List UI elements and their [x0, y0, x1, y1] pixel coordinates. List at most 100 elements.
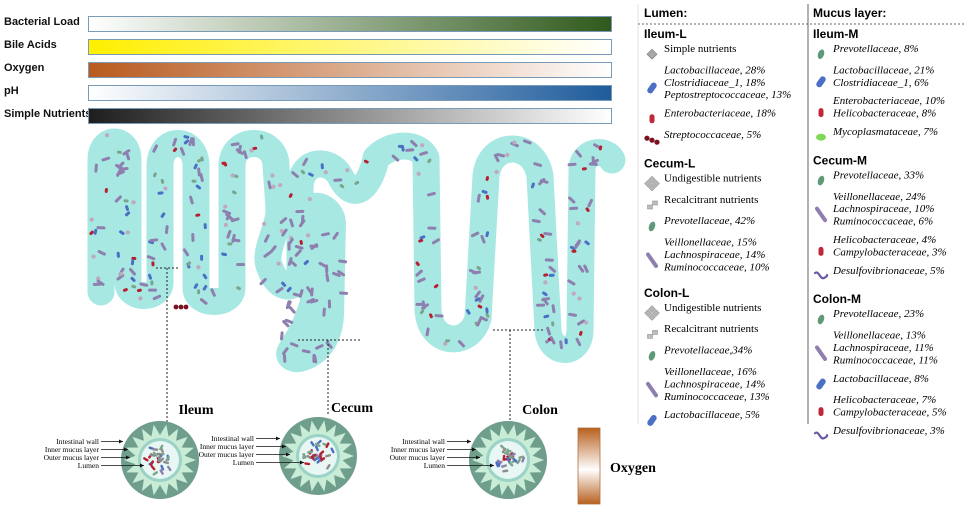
- legend-entry-text: Lactobacillaceae, 5%: [663, 409, 760, 421]
- bacterium-dot: [413, 156, 419, 162]
- bacterium-dot: [543, 280, 548, 285]
- bacterium-dot: [536, 237, 542, 242]
- bacterium-dot: [493, 153, 500, 163]
- red-rod-icon: [818, 108, 824, 118]
- bacterium-dot: [477, 304, 483, 309]
- bacterium-dot: [480, 234, 486, 244]
- bacterium-dot: [152, 471, 159, 476]
- bacterium-dot: [546, 326, 552, 336]
- bacterium-dot: [478, 294, 485, 303]
- bacterium-dot: [583, 264, 589, 273]
- bacterium-dot: [286, 300, 292, 309]
- bacterium-dot: [544, 258, 554, 262]
- bacterium-dot: [579, 330, 583, 336]
- bacterium-dot: [325, 273, 330, 283]
- bacterium-dot: [325, 264, 329, 274]
- legend-entry-text: Peptostreptococcaceae, 13%: [663, 89, 791, 101]
- legend-header-lumen: Lumen:: [644, 6, 687, 20]
- bacterium-dot: [325, 453, 332, 458]
- bacteria-scatter: [89, 133, 603, 364]
- gradient-bar-ph: [88, 85, 612, 101]
- bacterium-dot: [259, 277, 267, 286]
- bacterium-dot: [276, 261, 281, 266]
- layer-label: Lumen: [424, 461, 445, 470]
- bacterium-dot: [543, 231, 553, 236]
- bacterium-dot: [551, 304, 556, 314]
- bacterium-dot: [494, 169, 499, 175]
- legend-section-title: Ileum-L: [644, 27, 687, 41]
- bacterium-dot: [149, 460, 155, 467]
- legend-section-title: Cecum-L: [644, 156, 695, 170]
- bacterium-dot: [581, 167, 587, 171]
- bacterium-dot: [172, 137, 178, 147]
- diamond-cluster-icon: [644, 305, 660, 321]
- bacterium-dot: [191, 232, 195, 242]
- legend-section-title: Ileum-M: [813, 27, 858, 41]
- bacterium-dot: [183, 139, 190, 145]
- bacterium-dot: [543, 273, 549, 277]
- bacterium-dot: [148, 288, 158, 292]
- bacterium-dot: [123, 199, 129, 203]
- bacterium-dot: [152, 448, 159, 451]
- cocci-dot: [178, 304, 184, 310]
- legend-entry-text: Campylobacteraceae, 3%: [833, 246, 947, 258]
- bacterium-dot: [160, 242, 167, 251]
- bacterium-dot: [512, 140, 517, 145]
- layer-label: Inner mucus layer: [45, 445, 100, 454]
- bacterium-dot: [196, 265, 201, 270]
- bacterium-dot: [548, 265, 557, 273]
- bacterium-dot: [575, 337, 582, 347]
- small-diamond-icon: [647, 330, 658, 339]
- bacterium-dot: [202, 284, 208, 291]
- bacterium-dot: [419, 309, 425, 315]
- bacterium-dot: [94, 163, 98, 173]
- green-oval-icon: [648, 350, 656, 361]
- bacterium-dot: [138, 296, 143, 301]
- diamond-icon: [646, 48, 658, 60]
- bacterium-dot: [496, 460, 503, 464]
- legend-entry-text: Prevotellaceae, 23%: [832, 308, 924, 320]
- bacterium-dot: [150, 465, 156, 471]
- bacterium-dot: [230, 173, 235, 178]
- bacterium-dot: [157, 456, 161, 462]
- bacterium-dot: [510, 141, 519, 148]
- spiral-icon: [813, 271, 829, 280]
- bacterium-dot: [97, 250, 106, 256]
- bacterium-dot: [318, 450, 325, 456]
- bacterium-dot: [564, 338, 568, 345]
- legend-section-title: Colon-L: [644, 286, 689, 300]
- legend-entry-text: Undigestible nutrients: [664, 172, 761, 184]
- bacterium-dot: [445, 339, 451, 343]
- legend-header-mucus: Mucus layer:: [813, 6, 886, 20]
- bacterium-dot: [279, 217, 288, 225]
- bacterium-dot: [197, 167, 201, 177]
- bacterium-dot: [421, 303, 430, 310]
- bacterium-dot: [322, 307, 326, 317]
- intestine-tube: [87, 128, 626, 363]
- bacterium-dot: [536, 303, 546, 307]
- bacterium-dot: [415, 302, 425, 306]
- bacterium-dot: [510, 452, 516, 458]
- bacterium-dot: [223, 204, 228, 209]
- bacterium-dot: [501, 464, 507, 468]
- bacterium-dot: [119, 230, 125, 235]
- bacterium-dot: [583, 320, 589, 325]
- legend-entry-text: Ruminococcaceae, 13%: [663, 391, 770, 403]
- gradient-bar-bile-acids: [88, 39, 612, 55]
- bacterium-dot: [160, 212, 166, 218]
- bacterium-dot: [195, 184, 202, 190]
- bacterium-dot: [306, 454, 312, 460]
- bacterium-dot: [125, 205, 130, 211]
- bacterium-dot: [89, 217, 94, 222]
- gradient-label-oxygen: Oxygen: [4, 62, 45, 74]
- bacterium-dot: [313, 456, 320, 461]
- layer-label: Outer mucus layer: [390, 453, 446, 462]
- bacterium-dot: [289, 342, 299, 348]
- bacterium-dot: [567, 162, 577, 167]
- bacterium-dot: [282, 353, 287, 363]
- bacterium-dot: [159, 469, 164, 475]
- bacterium-dot: [468, 268, 478, 275]
- red-rod-icon: [649, 114, 655, 124]
- cecum-pouch: [276, 192, 346, 373]
